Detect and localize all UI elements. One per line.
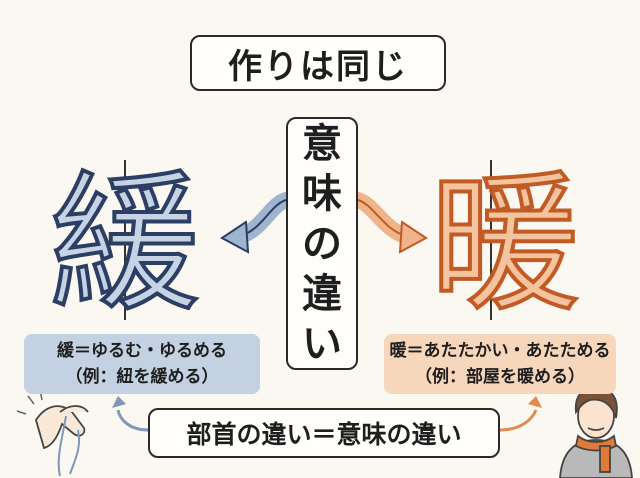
warm-meaning-note: 暖＝あたたかい・あたためる （例：部屋を暖める） [384, 334, 616, 394]
warm-meaning: 暖＝あたたかい・あたためる [389, 341, 611, 361]
center-char-3: の [302, 220, 342, 267]
conclusion-banner: 部首の違い＝意味の違い [148, 408, 500, 458]
warm-example: （例：部屋を暖める） [415, 367, 585, 387]
loosen-meaning: 緩＝ゆるむ・ゆるめる [57, 341, 227, 361]
person-with-scarf-icon [559, 387, 633, 478]
conclusion-text: 部首の違い＝意味の違い [186, 420, 462, 449]
page-title: 作りは同じ [190, 35, 446, 91]
center-char-4: 違 [302, 270, 342, 317]
bottom-arrow-left [112, 396, 149, 432]
loosening-hands-icon [16, 389, 89, 477]
center-char-1: 意 [302, 120, 342, 167]
title-text: 作りは同じ [228, 46, 408, 87]
center-char-5: い [302, 320, 342, 367]
loosen-meaning-note: 緩＝ゆるむ・ゆるめる （例：紐を緩める） [24, 334, 260, 394]
kanji-warm: 暖 [428, 158, 582, 332]
left-divider-line [124, 160, 126, 320]
bottom-arrow-right [499, 396, 542, 432]
center-char-2: 味 [302, 170, 342, 217]
arrow-to-right [350, 192, 428, 254]
kanji-loosen: 緩 [48, 158, 202, 332]
arrow-to-left [220, 192, 294, 254]
meaning-difference-box: 意 味 の 違 い [286, 117, 358, 370]
right-divider-line [490, 160, 492, 320]
loosen-example: （例：紐を緩める） [65, 367, 219, 387]
